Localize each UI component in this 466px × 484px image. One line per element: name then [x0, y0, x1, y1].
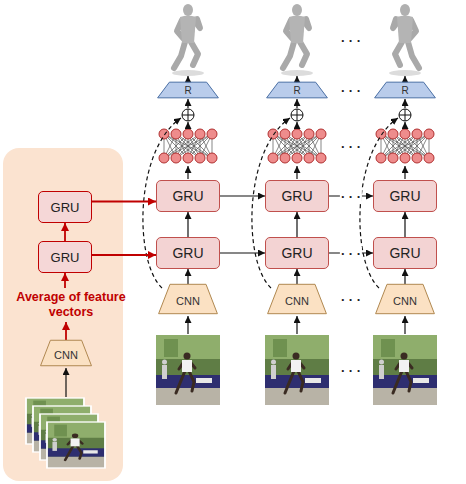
flow-arrow [404, 269, 405, 284]
flow-arrow [220, 252, 265, 253]
node-text: CNN [54, 349, 78, 361]
node-text: R [293, 85, 300, 96]
cnn-encoder: CNN [267, 284, 327, 314]
regressor-box: R [266, 82, 328, 98]
ellipsis-mark: · · · [340, 190, 362, 203]
regressor-box: R [157, 82, 219, 98]
flow-arrow [64, 273, 66, 288]
gru-box: GRU [156, 180, 220, 212]
gru-box: GRU [265, 180, 329, 212]
cnn-encoder: CNN [40, 340, 92, 366]
gru-box: GRU [38, 191, 92, 223]
flow-arrow [65, 322, 67, 340]
flow-arrow [187, 269, 188, 284]
body-mesh [172, 4, 421, 76]
gru-box: GRU [373, 237, 437, 269]
ellipsis-mark: · · · [340, 34, 362, 47]
gru-box: GRU [38, 241, 92, 273]
input-arrow [65, 368, 66, 397]
ellipsis-mark: · · · [340, 364, 362, 377]
node-text: Average of feature vectors [16, 290, 126, 320]
regressor-box: R [374, 82, 436, 98]
node-text: GRU [172, 245, 203, 261]
ellipsis-mark: · · · [340, 293, 362, 306]
node-text: CNN [285, 295, 309, 307]
gru-box: GRU [373, 180, 437, 212]
gru-box: GRU [265, 237, 329, 269]
node-text: GRU [389, 245, 420, 261]
node-text: GRU [281, 245, 312, 261]
gru-box: GRU [156, 237, 220, 269]
flow-arrow [64, 223, 66, 241]
node-text: CNN [393, 295, 417, 307]
node-text: GRU [389, 188, 420, 204]
flow-arrow [220, 195, 265, 196]
ellipsis-mark: · · · [340, 247, 362, 260]
node-text: GRU [51, 250, 80, 265]
flow-arrow [296, 212, 297, 237]
note-text: Average of feature vectors [16, 288, 126, 322]
flow-arrow [404, 212, 405, 237]
ellipsis-mark: · · · [340, 84, 362, 97]
node-text: R [184, 85, 191, 96]
flow-arrow [329, 252, 373, 253]
flow-arrow [187, 212, 188, 237]
flow-arrow [92, 201, 156, 203]
flow-arrow [92, 254, 156, 256]
video-frame [156, 335, 437, 405]
ellipsis-mark: · · · [340, 140, 362, 153]
flow-arrow [296, 269, 297, 284]
node-text: R [401, 85, 408, 96]
node-text: GRU [51, 200, 80, 215]
input-frames [26, 398, 105, 468]
cnn-encoder: CNN [158, 284, 218, 314]
node-text: CNN [176, 295, 200, 307]
node-text: GRU [172, 188, 203, 204]
flow-arrow [329, 195, 373, 196]
cnn-encoder: CNN [375, 284, 435, 314]
node-text: GRU [281, 188, 312, 204]
